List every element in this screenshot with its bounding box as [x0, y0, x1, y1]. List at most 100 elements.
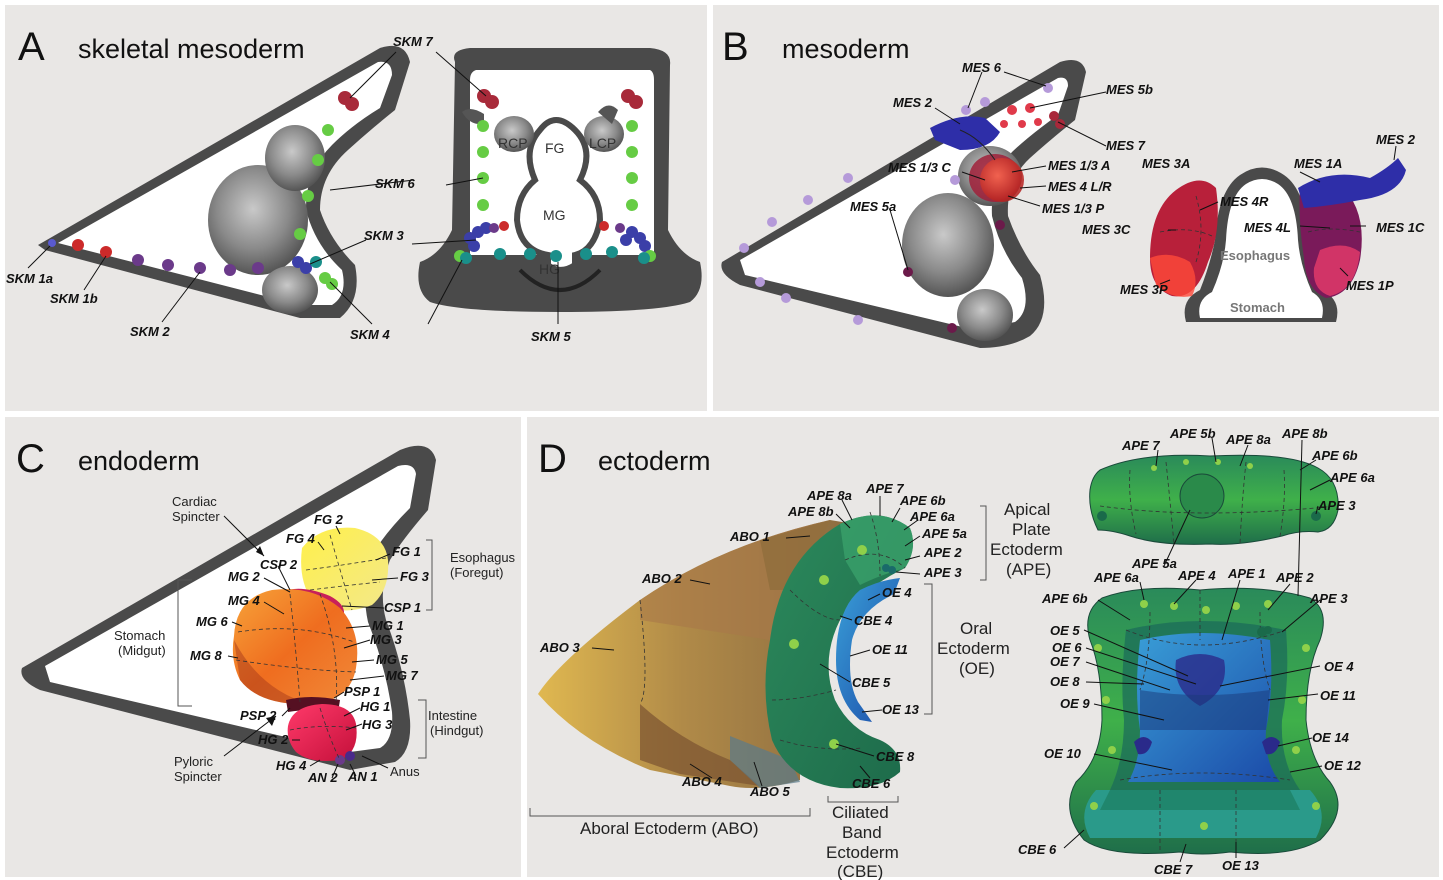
label-right-ape-7: APE 7: [1121, 438, 1160, 453]
ape-region-2: Plate: [1012, 520, 1051, 539]
label-skm-2: SKM 2: [130, 324, 171, 339]
fg-label: FG: [545, 140, 564, 156]
panel-title: mesoderm: [782, 34, 910, 64]
cardiac-spincter-label-1: Cardiac: [172, 494, 217, 509]
label-hg-1: HG 1: [360, 699, 390, 714]
label-skm-1b: SKM 1b: [50, 291, 98, 306]
oe-region-2: Ectoderm: [937, 639, 1010, 658]
label-right-oe-8: OE 8: [1050, 674, 1080, 689]
esophagus-region-label-1: Esophagus: [450, 550, 516, 565]
label-right-oe-6: OE 6: [1052, 640, 1082, 655]
label-abo-4: ABO 4: [681, 774, 723, 789]
label-right-oe-5: OE 5: [1050, 623, 1080, 638]
label-mes-3a: MES 3A: [1142, 156, 1190, 171]
label-right-ape-8b: APE 8b: [1281, 426, 1328, 441]
label-skm-6: SKM 6: [375, 176, 416, 191]
label-ape-8a: APE 8a: [806, 488, 852, 503]
label-skm-7: SKM 7: [393, 34, 434, 49]
esophagus-region-label-2: (Foregut): [450, 565, 503, 580]
label-mg-4: MG 4: [228, 593, 261, 608]
label-right-oe-10: OE 10: [1044, 746, 1082, 761]
hg-label: HG: [539, 261, 560, 277]
label-oe-4: OE 4: [882, 585, 912, 600]
oe-region-1: Oral: [960, 619, 992, 638]
label-right-ape-6a: APE 6a: [1329, 470, 1375, 485]
apical-organ: [1180, 474, 1224, 518]
label-mes-3p: MES 3P: [1120, 282, 1168, 297]
hindgut-sphere: [957, 289, 1013, 341]
midgut-sphere: [902, 193, 994, 297]
label-right-oe-7: OE 7: [1050, 654, 1080, 669]
label-ape-2: APE 2: [923, 545, 962, 560]
panel-letter: B: [722, 25, 749, 69]
label-mes-4lr: MES 4 L/R: [1048, 179, 1112, 194]
hindgut: [288, 704, 357, 761]
label-mes-5a: MES 5a: [850, 199, 896, 214]
intestine-region-label-1: Intestine: [428, 708, 477, 723]
label-psp-1: PSP 1: [344, 684, 380, 699]
label-mg-5: MG 5: [376, 652, 409, 667]
label-right-ape-4: APE 4: [1177, 568, 1216, 583]
label-mes-5b: MES 5b: [1106, 82, 1153, 97]
label-right-ape-6a-2: APE 6a: [1093, 570, 1139, 585]
label-mes-13p: MES 1/3 P: [1042, 201, 1104, 216]
label-right-oe-14: OE 14: [1312, 730, 1350, 745]
label-ape-6b: APE 6b: [899, 493, 946, 508]
panel-letter: A: [18, 25, 45, 69]
panel-title: skeletal mesoderm: [78, 34, 305, 64]
label-fg-4: FG 4: [286, 531, 316, 546]
label-right-cbe-6: CBE 6: [1018, 842, 1057, 857]
label-ape-8b: APE 8b: [787, 504, 834, 519]
label-right-ape-2: APE 2: [1275, 570, 1314, 585]
label-hg-4: HG 4: [276, 758, 307, 773]
label-ape-3: APE 3: [923, 565, 962, 580]
panel-letter: D: [538, 437, 567, 481]
label-an-2: AN 2: [307, 770, 338, 785]
label-right-ape-5a: APE 5a: [1131, 556, 1177, 571]
label-mes-4r: MES 4R: [1220, 194, 1269, 209]
label-mes-3c: MES 3C: [1082, 222, 1131, 237]
label-mg-1: MG 1: [372, 618, 404, 633]
label-fg-3: FG 3: [400, 569, 430, 584]
label-mes-13a: MES 1/3 A: [1048, 158, 1110, 173]
label-right-ape-3-2: APE 3: [1309, 591, 1348, 606]
label-fg-1: FG 1: [392, 544, 421, 559]
label-skm-5: SKM 5: [531, 329, 572, 344]
intestine-region-label-2: (Hindgut): [430, 723, 483, 738]
label-mg-7: MG 7: [386, 668, 419, 683]
anus-dot-2: [345, 751, 355, 761]
lcp-label: LCP: [589, 135, 616, 151]
label-right-ape-6b-2: APE 6b: [1041, 591, 1088, 606]
label-right-oe-12: OE 12: [1324, 758, 1362, 773]
label-cbe-6: CBE 6: [852, 776, 891, 791]
ape-region-3: Ectoderm: [990, 540, 1063, 559]
rcp-label: RCP: [498, 135, 528, 151]
label-mg-3: MG 3: [370, 632, 403, 647]
label-oe-13: OE 13: [882, 702, 920, 717]
label-right-ape-1: APE 1: [1227, 566, 1266, 581]
label-mes-1c: MES 1C: [1376, 220, 1425, 235]
ape-region-4: (APE): [1006, 560, 1051, 579]
cbe-region-1: Ciliated: [832, 803, 889, 822]
abo-region: Aboral Ectoderm (ABO): [580, 819, 759, 838]
label-mes-2: MES 2: [893, 95, 933, 110]
label-right-ape-8a: APE 8a: [1225, 432, 1271, 447]
anus-dot: [335, 755, 345, 765]
label-abo-3: ABO 3: [539, 640, 581, 655]
label-csp-1: CSP 1: [384, 600, 421, 615]
mg-label: MG: [543, 207, 566, 223]
label-ape-7: APE 7: [865, 481, 904, 496]
stomach-label: Stomach: [1230, 300, 1285, 315]
oe-region-3: (OE): [959, 659, 995, 678]
label-right-cbe-7: CBE 7: [1154, 862, 1193, 877]
label-cbe-8: CBE 8: [876, 749, 915, 764]
hindgut-sphere: [262, 266, 318, 314]
label-mg-2: MG 2: [228, 569, 261, 584]
label-psp-2: PSP 2: [240, 708, 277, 723]
label-hg-2: HG 2: [258, 732, 289, 747]
cbe-region-2: Band: [842, 823, 882, 842]
label-abo-2: ABO 2: [641, 571, 683, 586]
pyloric-spincter-label-1: Pyloric: [174, 754, 214, 769]
anus-label: Anus: [390, 764, 420, 779]
